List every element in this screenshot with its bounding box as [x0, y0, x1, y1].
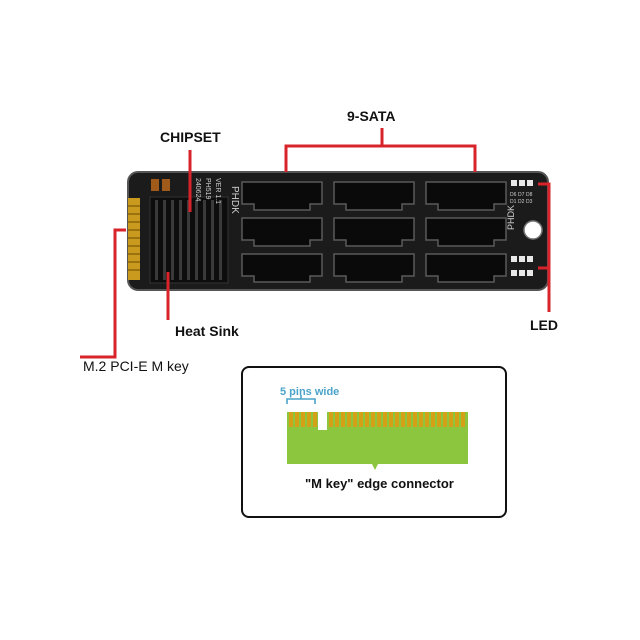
led-codes: D6 D7 D8 D1 D2 D3 [510, 192, 533, 205]
connector-pins-right [329, 412, 465, 427]
board-print-brand: PHDK [229, 186, 240, 214]
label-heat-sink: Heat Sink [175, 323, 239, 339]
mounting-hole [523, 220, 543, 240]
sata-port [425, 181, 507, 211]
label-m2-pcie-m-key: M.2 PCI-E M key [83, 358, 189, 374]
label-led: LED [530, 317, 558, 333]
led-code: D7 [518, 192, 525, 198]
led-blocks [511, 180, 533, 276]
sata-port [333, 253, 415, 283]
led-code: D3 [526, 199, 533, 205]
sata-port [425, 217, 507, 247]
led-code: D8 [526, 192, 533, 198]
callout-lines [80, 128, 551, 359]
edge-connector [128, 198, 140, 280]
callout-sata [284, 144, 477, 172]
sata-port [333, 181, 415, 211]
m-key-inset-panel: 5 pins wide "M key" edge connector [241, 366, 507, 518]
led-code: D6 [510, 192, 517, 198]
sata-port [241, 217, 323, 247]
label-9-sata: 9-SATA [347, 108, 396, 124]
board-print-model: PH519 [204, 178, 211, 200]
inset-caption: "M key" edge connector [305, 476, 454, 491]
capacitor [162, 179, 170, 191]
sata-port [425, 253, 507, 283]
callout-led [538, 182, 551, 270]
edge-connector-diagram [286, 395, 468, 470]
inset-pins-label: 5 pins wide [280, 386, 340, 398]
sata-port [241, 181, 323, 211]
sata-port [333, 217, 415, 247]
connector-pins-left [289, 412, 317, 427]
heat-sink-fins [155, 200, 222, 280]
led-code: D1 [510, 199, 517, 205]
edge-connector-pins [128, 205, 140, 271]
board-print-version: VER 1.1 [214, 178, 221, 204]
board-print-brand-right: PHDK [506, 205, 516, 230]
callout-mkey [80, 228, 126, 359]
board-print-date: 240624 [194, 178, 201, 201]
sata-port [241, 253, 323, 283]
label-chipset: CHIPSET [160, 129, 221, 145]
led-code: D2 [518, 199, 525, 205]
sata-ports [241, 181, 507, 283]
capacitor [151, 179, 159, 191]
